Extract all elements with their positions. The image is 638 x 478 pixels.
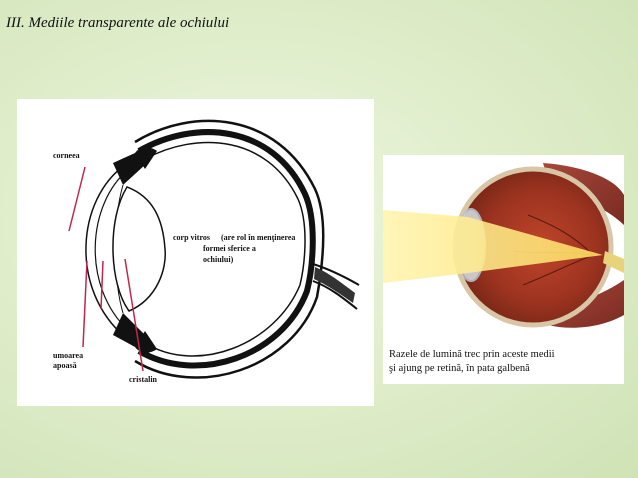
eye-cross-section-drawing — [68, 119, 360, 379]
light-beam — [383, 210, 603, 283]
eye-diagram-panel: corneea corp vitros (are rol în menţiner… — [17, 99, 374, 406]
pointer-umoarea — [82, 260, 88, 348]
lens-outline — [112, 186, 166, 312]
caption-line-2: şi ajung pe retină, în pata galbenă — [389, 363, 530, 374]
photo-caption: Razele de lumină trec prin aceste medii … — [389, 348, 621, 376]
ciliary-top — [135, 147, 157, 169]
cornea-inner — [94, 168, 130, 332]
cornea-outer — [85, 164, 126, 338]
pointer-umoarea-2 — [100, 260, 104, 310]
optic-nerve-top — [312, 263, 360, 286]
label-cristalin: cristalin — [129, 375, 157, 384]
label-note-line1: (are rol în menţinerea — [221, 233, 296, 242]
pointer-corneea — [68, 166, 86, 232]
optic-nerve-bottom — [312, 280, 358, 310]
slide-title: III. Mediile transparente ale ochiului — [6, 15, 230, 31]
optic-nerve-fill — [314, 267, 355, 303]
label-note-line2: formei sferice a — [203, 244, 256, 253]
label-umoarea-line1: umoarea — [53, 351, 84, 360]
label-note-line3: ochiului) — [203, 255, 234, 264]
label-corp-vitros: corp vitros — [173, 233, 210, 242]
choroid-band — [137, 129, 316, 369]
label-umoarea-line2: apoasă — [53, 361, 77, 370]
label-corneea: corneea — [53, 151, 80, 160]
eye-illustration — [383, 163, 624, 328]
optic-nerve — [603, 251, 624, 273]
vessel-2 — [522, 254, 594, 286]
ciliary-bottom — [135, 331, 157, 353]
iris-top — [113, 153, 147, 185]
retina-line — [144, 141, 306, 357]
pointer-cristalin — [124, 258, 144, 372]
vessel-1 — [527, 214, 594, 256]
eye-photo-panel: Razele de lumină trec prin aceste medii … — [383, 155, 624, 384]
sclera-outer — [134, 119, 325, 379]
caption-line-1: Razele de lumină trec prin aceste medii — [389, 349, 555, 360]
